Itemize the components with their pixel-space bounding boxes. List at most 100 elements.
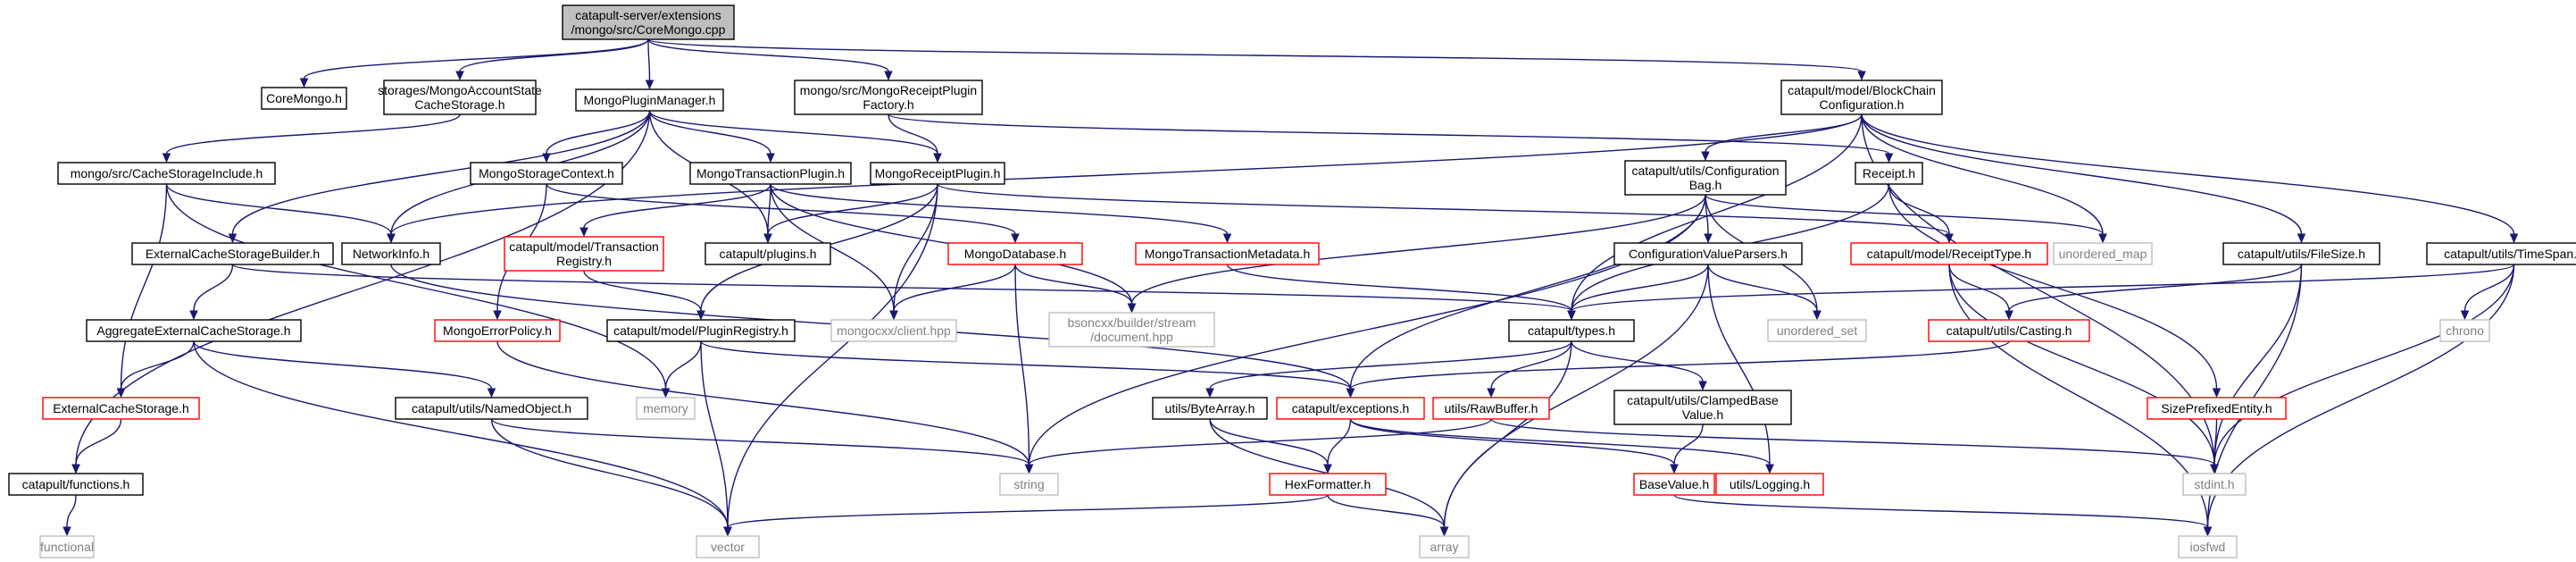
file-nodes: catapult-server/extensions/mongo/src/Cor… <box>8 4 2576 558</box>
node-unordered-map[interactable]: unordered_map <box>2053 242 2153 265</box>
node-iosfwd[interactable]: iosfwd <box>2178 535 2238 558</box>
edge-exceptions-to-logging <box>1349 418 1774 474</box>
edge-exceptions-to-hexformatter <box>1323 418 1352 474</box>
node-receipttype[interactable]: catapult/model/ReceiptType.h <box>1850 242 2048 265</box>
edge-mongoaccount-to-cachestorageinclude <box>162 113 461 164</box>
node-errorpolicy[interactable]: MongoErrorPolicy.h <box>434 319 561 342</box>
node-aggregate[interactable]: AggregateExternalCacheStorage.h <box>86 319 302 342</box>
edge-pluginmanager-to-storagecontext <box>542 110 651 164</box>
edge-aggregate-to-namedobject <box>193 340 496 398</box>
node-namedobject[interactable]: catapult/utils/NamedObject.h <box>395 397 588 420</box>
node-string[interactable]: string <box>999 473 1059 496</box>
node-bytearray[interactable]: utils/ByteArray.h <box>1152 397 1268 420</box>
node-bsoncxx[interactable]: bsoncxx/builder/stream/document.hpp <box>1048 312 1215 348</box>
edge-basevalue-to-iosfwd <box>1673 494 2213 537</box>
node-types-h[interactable]: catapult/types.h <box>1508 319 1635 342</box>
node-label: mongo/src/MongoReceiptPlugin <box>800 83 977 97</box>
node-memory[interactable]: memory <box>636 397 696 420</box>
edge-casting-to-exceptions <box>1346 340 2010 398</box>
node-exceptions[interactable]: catapult/exceptions.h <box>1276 397 1425 420</box>
node-array[interactable]: array <box>1419 535 1470 558</box>
edge-receipttype-to-casting <box>1948 264 2013 321</box>
edge-cachestorageinclude-to-networkinfo <box>165 183 396 244</box>
node-label: catapult/functions.h <box>22 477 130 491</box>
node-receiptplugin[interactable]: MongoReceiptPlugin.h <box>870 162 1005 185</box>
node-rawbuffer[interactable]: utils/RawBuffer.h <box>1432 397 1550 420</box>
node-configparsers[interactable]: ConfigurationValueParsers.h <box>1613 242 1803 265</box>
node-txmetadata[interactable]: MongoTransactionMetadata.h <box>1135 242 1320 265</box>
edge-txregistry-to-pluginregistry <box>583 270 705 321</box>
node-functional[interactable]: functional <box>39 535 95 558</box>
node-externalcache[interactable]: ExternalCacheStorage.h <box>42 397 200 420</box>
edge-rawbuffer-to-stdint <box>1490 418 2219 474</box>
node-pluginmanager[interactable]: MongoPluginManager.h <box>575 88 724 112</box>
node-pluginregistry[interactable]: catapult/model/PluginRegistry.h <box>606 319 796 342</box>
node-label: catapult/model/BlockChain <box>1788 83 1936 97</box>
edge-filesize-to-casting <box>2005 264 2303 321</box>
node-unordered-set[interactable]: unordered_set <box>1767 319 1867 342</box>
node-label: catapult/exceptions.h <box>1292 401 1410 415</box>
node-label: MongoDatabase.h <box>964 247 1066 261</box>
node-sizeprefixed[interactable]: SizePrefixedEntity.h <box>2147 397 2287 420</box>
node-label: functional <box>40 540 94 554</box>
node-mongodatabase[interactable]: MongoDatabase.h <box>947 242 1083 265</box>
edge-storagecontext-to-mongodatabase <box>546 183 1020 244</box>
node-label: BaseValue.h <box>1639 477 1709 491</box>
node-cachestorageinclude[interactable]: mongo/src/CacheStorageInclude.h <box>57 162 276 185</box>
node-functions-h[interactable]: catapult/functions.h <box>8 473 144 496</box>
node-filesize[interactable]: catapult/utils/FileSize.h <box>2222 242 2380 265</box>
node-label: Factory.h <box>863 97 913 112</box>
node-label: catapult/types.h <box>1528 323 1615 338</box>
node-chrono[interactable]: chrono <box>2439 319 2490 342</box>
edge-mongodatabase-to-mongocxx <box>889 264 1016 321</box>
node-stdint[interactable]: stdint.h <box>2182 473 2247 496</box>
node-casting[interactable]: catapult/utils/Casting.h <box>1928 319 2090 342</box>
node-core-cpp[interactable]: catapult-server/extensions/mongo/src/Cor… <box>562 4 735 40</box>
node-vector[interactable]: vector <box>696 535 760 558</box>
node-plugins-h[interactable]: catapult/plugins.h <box>704 242 831 265</box>
edge-functions_h-to-functional <box>63 494 77 537</box>
node-storagecontext[interactable]: MongoStorageContext.h <box>470 162 623 185</box>
node-label: HexFormatter.h <box>1285 477 1371 491</box>
node-label: storages/MongoAccountState <box>378 83 542 97</box>
node-logging[interactable]: utils/Logging.h <box>1715 473 1824 496</box>
node-label: Receipt.h <box>1863 166 1915 180</box>
node-label: utils/ByteArray.h <box>1165 401 1255 415</box>
node-networkinfo[interactable]: NetworkInfo.h <box>341 242 441 265</box>
node-coremongo-h[interactable]: CoreMongo.h <box>261 87 347 110</box>
node-mongocxx[interactable]: mongocxx/client.hpp <box>830 319 957 342</box>
node-label: mongocxx/client.hpp <box>837 323 951 338</box>
node-timespan[interactable]: catapult/utils/TimeSpan.h <box>2426 242 2576 265</box>
edge-transactionplugin-to-txmetadata <box>770 183 1232 244</box>
edge-receiptfactory-to-receiptplugin <box>888 113 942 164</box>
edge-blockchaincfg-to-timespan <box>1861 113 2519 244</box>
node-label: catapult/utils/Configuration <box>1632 164 1780 178</box>
edge-timespan-to-stdint <box>2210 264 2515 474</box>
node-transactionplugin[interactable]: MongoTransactionPlugin.h <box>689 162 852 185</box>
node-label: iosfwd <box>2190 540 2226 554</box>
node-basevalue[interactable]: BaseValue.h <box>1633 473 1715 496</box>
node-label: catapult/model/Transaction <box>509 239 659 254</box>
edge-blockchaincfg-to-filesize <box>1861 113 2306 244</box>
edge-configbag-to-unordered_map <box>1705 194 2107 244</box>
node-label: MongoPluginManager.h <box>584 93 716 107</box>
node-hexformatter[interactable]: HexFormatter.h <box>1269 473 1387 496</box>
node-label: catapult/model/ReceiptType.h <box>1867 247 2031 261</box>
edge-blockchaincfg-to-configbag <box>1701 113 1863 162</box>
node-label: string <box>1013 477 1044 491</box>
node-label: bsoncxx/builder/stream <box>1068 315 1196 330</box>
edge-core_cpp-to-pluginmanager <box>645 38 654 90</box>
node-label: catapult/utils/NamedObject.h <box>412 401 571 415</box>
node-label: Registry.h <box>556 254 612 268</box>
edge-transactionplugin-to-txregistry <box>579 183 771 238</box>
node-receipt-h[interactable]: Receipt.h <box>1855 162 1923 185</box>
node-label: array <box>1430 540 1459 554</box>
node-externalbuilder[interactable]: ExternalCacheStorageBuilder.h <box>131 242 334 265</box>
node-label: mongo/src/CacheStorageInclude.h <box>71 166 263 180</box>
